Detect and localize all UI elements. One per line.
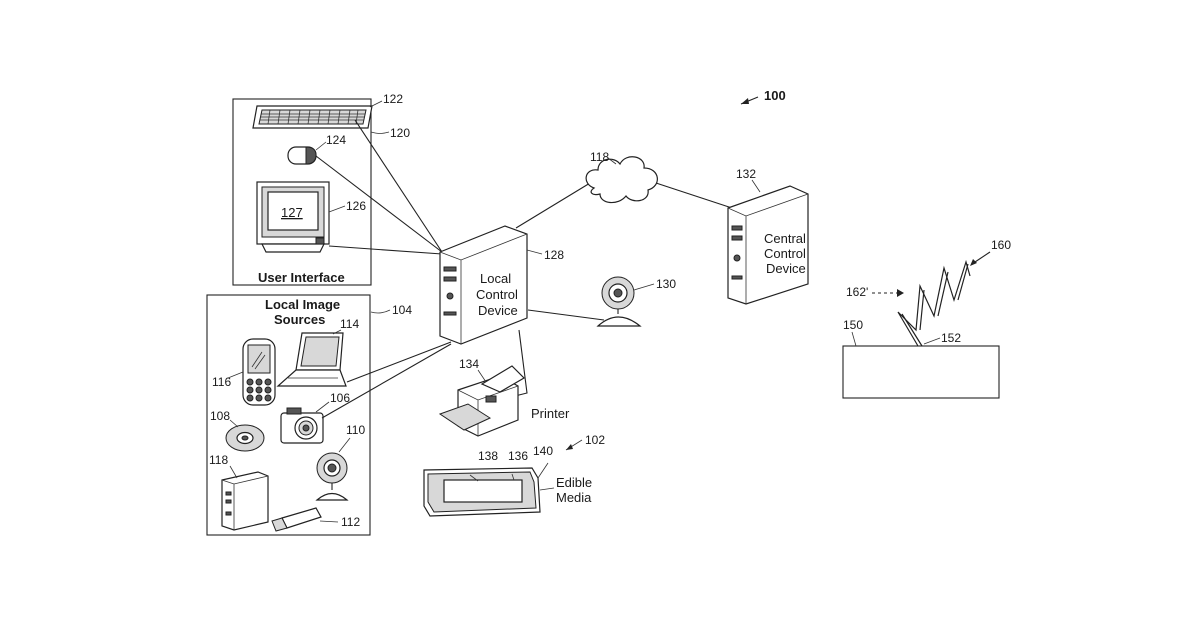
edible-media-line2: Media [556, 490, 592, 505]
local-control-line1: Local [480, 271, 511, 286]
surface-point-ref: 152 [941, 331, 961, 345]
edible-media-ref-138: 138 [478, 449, 498, 463]
central-control-ref: 132 [736, 167, 756, 181]
local-image-sources-title-2: Sources [274, 312, 325, 327]
surface-wave-detail: 150 152 160 162' [843, 238, 1011, 398]
local-control-line2: Control [476, 287, 518, 302]
disc-icon: 108 [210, 409, 264, 451]
printer-icon: Printer 134 [440, 357, 570, 436]
wave-ref: 160 [991, 238, 1011, 252]
central-control-line2: Control [764, 246, 806, 261]
printer-ref: 134 [459, 357, 479, 371]
webcam-left-ref: 110 [346, 423, 365, 437]
keyboard-ref: 122 [383, 92, 403, 106]
print-assembly-ref-102: 102 [566, 433, 605, 450]
usb-drive-icon: 112 [272, 508, 360, 531]
central-control-line3: Device [766, 261, 806, 276]
laptop-ref: 114 [340, 317, 359, 331]
webcam-right-ref: 130 [656, 277, 676, 291]
figure-ref-100: 100 [741, 88, 786, 104]
central-control-line1: Central [764, 231, 806, 246]
disc-ref: 108 [210, 409, 230, 423]
tower-small-ref: 118 [209, 453, 228, 467]
monitor-ref: 126 [346, 199, 366, 213]
edible-media-icon: 138 136 140 Edible Media [424, 444, 592, 516]
webcam-left-icon: 110 [317, 423, 365, 500]
usb-drive-ref: 112 [341, 515, 360, 529]
keyboard-icon: 122 [253, 92, 403, 128]
local-control-line3: Device [478, 303, 518, 318]
local-control-device-icon: Local Control Device 128 [440, 226, 564, 344]
print-assembly-ref: 102 [585, 433, 605, 447]
network-cloud-ref: 118 [590, 150, 609, 164]
local-image-sources-ref: 104 [392, 303, 412, 317]
phone-icon: 116 [212, 339, 275, 405]
edible-media-ref-140: 140 [533, 444, 553, 458]
monitor-screen-ref: 127 [281, 205, 303, 220]
central-control-device-icon: Central Control Device 132 [728, 167, 808, 304]
user-interface-ref: 120 [390, 126, 410, 140]
printer-label: Printer [531, 406, 570, 421]
tower-small-icon: 118 [209, 453, 268, 530]
surface-ref: 150 [843, 318, 863, 332]
camera-icon: 106 [281, 391, 350, 443]
figure-ref-label: 100 [764, 88, 786, 103]
mouse-ref: 124 [326, 133, 346, 147]
mouse-icon: 124 [288, 133, 346, 164]
local-image-sources-title-1: Local Image [265, 297, 340, 312]
webcam-right-icon: 130 [598, 277, 676, 326]
edible-media-line1: Edible [556, 475, 592, 490]
laptop-icon: 114 [278, 317, 359, 386]
incident-ref: 162' [846, 285, 868, 299]
network-cloud-icon: 118 [586, 150, 657, 203]
user-interface-title: User Interface [258, 270, 345, 285]
local-control-ref: 128 [544, 248, 564, 262]
phone-ref: 116 [212, 375, 231, 389]
monitor-icon: 127 126 [257, 182, 366, 252]
edible-media-ref-136: 136 [508, 449, 528, 463]
